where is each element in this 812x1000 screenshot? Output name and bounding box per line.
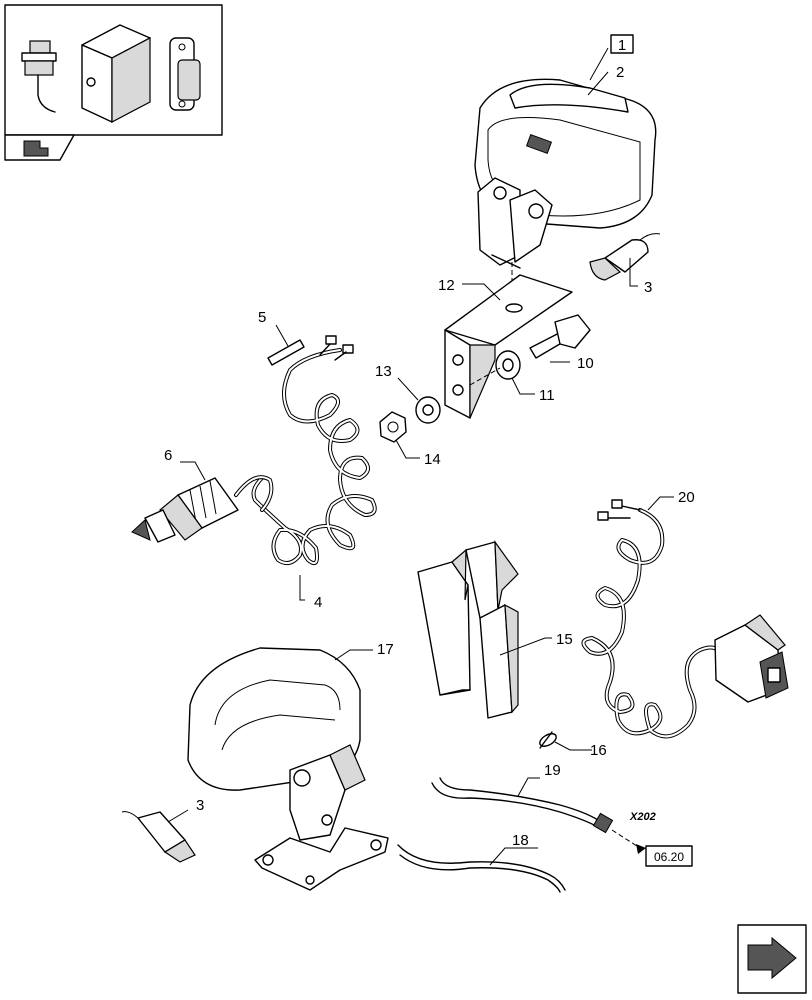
callout-18: 18	[512, 832, 529, 849]
callout-11: 11	[539, 387, 555, 404]
callout-6: 6	[164, 447, 172, 464]
page-reference: 06.20	[654, 850, 684, 864]
light-holder	[417, 540, 519, 719]
callout-17: 17	[377, 641, 394, 658]
callout-10: 10	[577, 355, 594, 372]
cable-clip	[539, 731, 557, 749]
page-reference-link[interactable]: 06.20	[645, 845, 693, 867]
callout-14: 14	[424, 451, 441, 468]
callout-19: 19	[544, 762, 561, 779]
pin	[267, 339, 305, 366]
next-page-nav[interactable]	[737, 924, 807, 994]
work-light-top	[474, 78, 657, 269]
mounting-bracket	[444, 274, 573, 419]
callout-16: 16	[590, 742, 607, 759]
bolt	[529, 314, 591, 359]
wire-18	[397, 844, 566, 893]
inset-control-box-icon	[81, 24, 151, 123]
next-page-arrow-icon	[747, 936, 797, 980]
leader-lines	[167, 47, 674, 866]
inset-connector-icon	[169, 37, 201, 111]
callout-5: 5	[258, 309, 266, 326]
inset-nav-tab[interactable]	[4, 134, 75, 161]
bulb-top	[589, 233, 661, 281]
callout-labels: 1 2 3 12 5 10 13 11 14 6 20 4 15 17 16 1…	[164, 34, 695, 849]
coiled-cable-4	[251, 335, 377, 566]
bulb-bottom	[121, 811, 196, 863]
inset-sensor-icon	[21, 40, 57, 113]
wire-19	[431, 777, 646, 854]
back-arrow-icon	[23, 140, 49, 157]
connector-label: X202	[629, 811, 656, 823]
callout-1-box	[610, 34, 634, 54]
callout-13: 13	[375, 363, 392, 380]
callout-15: 15	[556, 631, 573, 648]
work-light-bottom	[187, 647, 389, 891]
callout-12: 12	[438, 277, 455, 294]
washer-13	[415, 396, 441, 424]
callout-2: 2	[616, 64, 624, 81]
component-overview-inset[interactable]	[4, 4, 223, 136]
callout-1: 1	[618, 37, 626, 54]
plug	[131, 475, 274, 543]
coiled-cable-20	[581, 499, 789, 739]
callout-3-top: 3	[644, 279, 652, 296]
callout-4: 4	[314, 594, 322, 611]
callout-20: 20	[678, 489, 695, 506]
washer-11	[495, 350, 521, 380]
nut	[379, 411, 407, 443]
callout-3-bottom: 3	[196, 797, 204, 814]
